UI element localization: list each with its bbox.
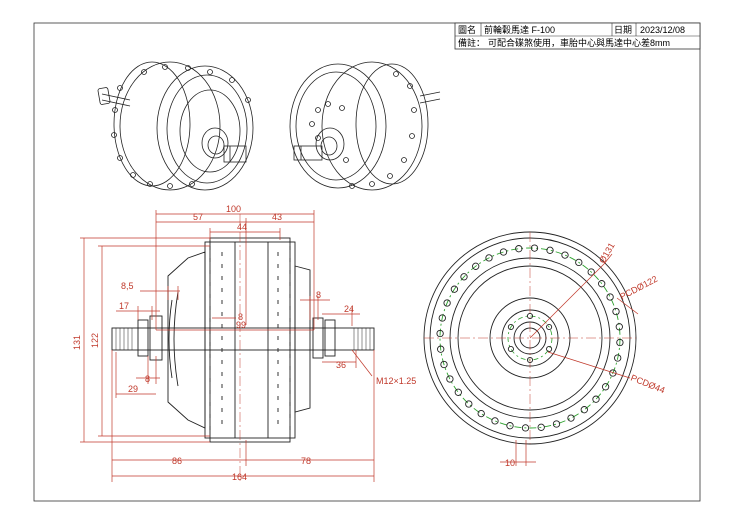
- spoke-hole: [437, 345, 445, 353]
- flange-holes: [436, 244, 624, 432]
- spoke-hole: [499, 248, 508, 256]
- spoke-hole: [443, 299, 451, 307]
- spoke-hole: [580, 406, 588, 414]
- spoke-hole: [575, 258, 583, 267]
- spoke-hole: [612, 307, 620, 316]
- spoke-hole: [515, 245, 523, 253]
- spoke-hole: [592, 395, 600, 403]
- left-cover: [167, 251, 206, 429]
- side-dimension-labels: 100 57 43 44 8,5 17 8 8 24 99 8 36 29 M1…: [72, 204, 416, 482]
- dim-24: 24: [344, 304, 354, 314]
- spoke-hole: [537, 423, 545, 431]
- axle-thread-right: [353, 328, 371, 350]
- side-dimensions: [80, 210, 375, 482]
- thread-spec: M12×1.25: [376, 376, 416, 386]
- right-cover: [294, 265, 311, 413]
- dim-36: 36: [336, 360, 346, 370]
- dim-122: 122: [90, 333, 100, 348]
- spoke-hole: [491, 417, 499, 425]
- left-view-holes: [111, 64, 251, 189]
- dim-17: 17: [119, 301, 129, 311]
- spoke-hole: [615, 323, 623, 331]
- axle-thread-left: [115, 328, 133, 350]
- disc-bolt-hole: [526, 312, 534, 320]
- spoke-hole: [450, 285, 459, 293]
- spoke-hole: [485, 254, 493, 262]
- nut-left: [137, 319, 149, 357]
- front-dimension-labels: Ø131 PCDØ122 PCDØ44 10: [505, 241, 666, 468]
- pcd-44-label: PCDØ44: [629, 373, 666, 396]
- disc-bolt-holes: [507, 312, 553, 364]
- dim-99: 99: [236, 320, 246, 330]
- pcd-122-circle: [439, 247, 621, 429]
- dim-8-b: 8: [316, 290, 321, 300]
- hub-shell: [204, 241, 296, 439]
- dim-131: 131: [72, 335, 82, 350]
- spoke-hole: [438, 314, 446, 322]
- spoke-hole: [454, 388, 462, 396]
- dim-8-c: 8: [145, 374, 150, 384]
- perspective-view-left: [97, 61, 254, 191]
- disc-bolt-hole: [546, 345, 553, 353]
- date-value: 2023/12/08: [640, 25, 685, 35]
- spoke-hole: [561, 251, 569, 259]
- dim-86: 86: [172, 456, 182, 466]
- right-view-holes: [309, 71, 417, 189]
- spoke-hole: [472, 262, 480, 270]
- nut-right: [324, 319, 336, 357]
- spoke-hole: [477, 409, 485, 418]
- disc-bolt-hole: [526, 356, 534, 364]
- perspective-view-right: [289, 61, 441, 191]
- date-label: 日期: [614, 25, 632, 35]
- diameter-131: Ø131: [597, 241, 617, 265]
- spoke-hole: [587, 268, 595, 276]
- spoke-hole: [465, 400, 473, 408]
- pcd-122-label: PCDØ122: [618, 274, 659, 302]
- dim-8-5: 8,5: [121, 281, 134, 291]
- dim-43: 43: [272, 212, 282, 222]
- dim-57: 57: [193, 212, 203, 222]
- spoke-hole: [436, 329, 444, 338]
- disc-bolt-hole: [507, 345, 514, 353]
- spoke-hole: [552, 420, 561, 428]
- spoke-hole: [606, 293, 614, 301]
- dim-78: 78: [301, 456, 311, 466]
- spoke-hole: [440, 360, 448, 369]
- spoke-hole: [546, 246, 554, 254]
- spoke-hole: [521, 424, 530, 432]
- spoke-hole: [567, 414, 575, 422]
- spoke-hole: [616, 338, 624, 347]
- dim-29: 29: [128, 384, 138, 394]
- axle-shaft: [111, 327, 375, 351]
- dim-10: 10: [505, 458, 515, 468]
- spoke-hole: [506, 422, 514, 430]
- note-label: 備註：: [458, 37, 485, 48]
- spoke-holes: [209, 246, 291, 436]
- dim-164: 164: [232, 472, 247, 482]
- dim-100: 100: [226, 204, 241, 214]
- spoke-hole: [614, 354, 622, 362]
- spoke-hole: [598, 280, 606, 288]
- spoke-hole: [446, 375, 454, 383]
- front-dimensions: [500, 253, 639, 466]
- drawing-border: [33, 22, 701, 502]
- front-view: [423, 231, 637, 445]
- spoke-hole: [460, 273, 468, 281]
- title-block: 圖名 前輪轂馬達 F-100 日期 2023/12/08 備註： 可配合碟煞使用…: [454, 22, 701, 50]
- dim-8-a: 8: [238, 312, 243, 322]
- dim-44: 44: [237, 222, 247, 232]
- note-value: 可配合碟煞使用，車胎中心與馬達中心差8mm: [488, 37, 670, 48]
- name-value: 前輪轂馬達 F-100: [484, 24, 555, 35]
- spoke-hole: [601, 383, 610, 391]
- spoke-hole: [609, 369, 617, 377]
- disc-bolt-hole: [507, 323, 514, 331]
- name-label: 圖名: [458, 24, 476, 35]
- disc-bolt-hole: [546, 323, 553, 331]
- spoke-hole: [530, 244, 539, 252]
- side-view: [111, 237, 375, 443]
